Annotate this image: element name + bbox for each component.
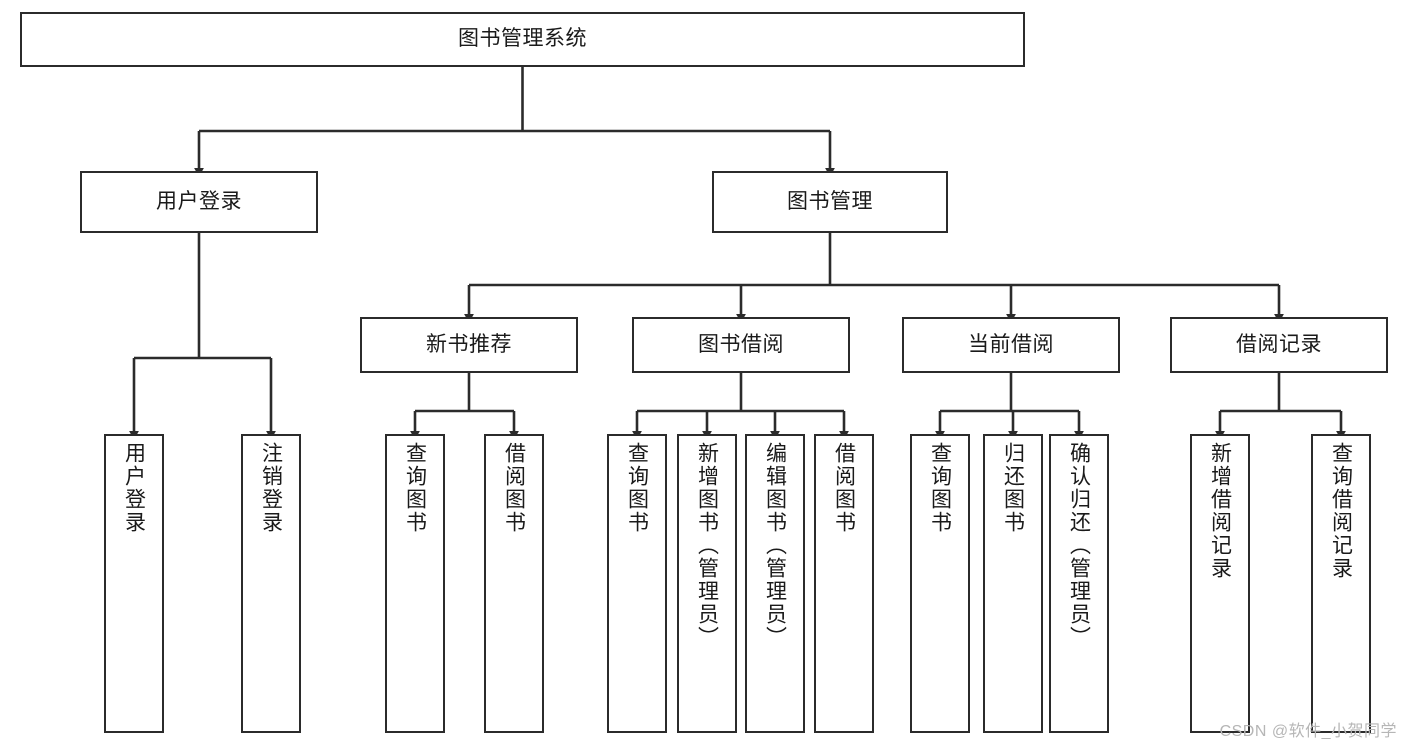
node-leaf-borrow-book[interactable]: 借阅图书 [814, 434, 874, 733]
node-leaf-query-new[interactable]: 查询图书 [385, 434, 445, 733]
node-label: 归还图书 [1001, 442, 1025, 534]
node-leaf-user-login[interactable]: 用户登录 [104, 434, 164, 733]
node-root[interactable]: 图书管理系统 [20, 12, 1025, 67]
node-label: 用户登录 [156, 189, 242, 213]
node-leaf-borrow-new[interactable]: 借阅图书 [484, 434, 544, 733]
node-leaf-add-record[interactable]: 新增借阅记录 [1190, 434, 1250, 733]
node-label: 确认归还（管理员） [1067, 442, 1091, 649]
node-label: 图书借阅 [698, 332, 784, 356]
node-newbook[interactable]: 新书推荐 [360, 317, 578, 373]
node-label: 借阅图书 [832, 442, 856, 534]
node-leaf-user-logout[interactable]: 注销登录 [241, 434, 301, 733]
node-bookmgmt[interactable]: 图书管理 [712, 171, 948, 233]
node-label: 查询图书 [625, 442, 649, 534]
watermark-text: CSDN @软件_小贺同学 [1219, 723, 1397, 740]
node-label: 新增图书（管理员） [695, 442, 719, 649]
node-label: 图书管理 [787, 189, 873, 213]
node-label: 注销登录 [259, 442, 283, 534]
node-borrow[interactable]: 图书借阅 [632, 317, 850, 373]
node-current[interactable]: 当前借阅 [902, 317, 1120, 373]
node-label: 新增借阅记录 [1208, 442, 1232, 580]
node-leaf-query-record[interactable]: 查询借阅记录 [1311, 434, 1371, 733]
node-leaf-query-book[interactable]: 查询图书 [607, 434, 667, 733]
node-leaf-edit-book[interactable]: 编辑图书（管理员） [745, 434, 805, 733]
node-label: 借阅图书 [502, 442, 526, 534]
node-label: 借阅记录 [1236, 332, 1322, 356]
node-label: 当前借阅 [968, 332, 1054, 356]
node-label: 查询图书 [403, 442, 427, 534]
node-label: 编辑图书（管理员） [763, 442, 787, 649]
node-label: 查询借阅记录 [1329, 442, 1353, 580]
node-leaf-confirm[interactable]: 确认归还（管理员） [1049, 434, 1109, 733]
node-label: 图书管理系统 [458, 27, 587, 51]
node-leaf-add-book[interactable]: 新增图书（管理员） [677, 434, 737, 733]
node-records[interactable]: 借阅记录 [1170, 317, 1388, 373]
node-label: 查询图书 [928, 442, 952, 534]
node-label: 用户登录 [122, 442, 146, 534]
node-label: 新书推荐 [426, 332, 512, 356]
node-leaf-query-cur[interactable]: 查询图书 [910, 434, 970, 733]
node-login[interactable]: 用户登录 [80, 171, 318, 233]
node-leaf-return[interactable]: 归还图书 [983, 434, 1043, 733]
